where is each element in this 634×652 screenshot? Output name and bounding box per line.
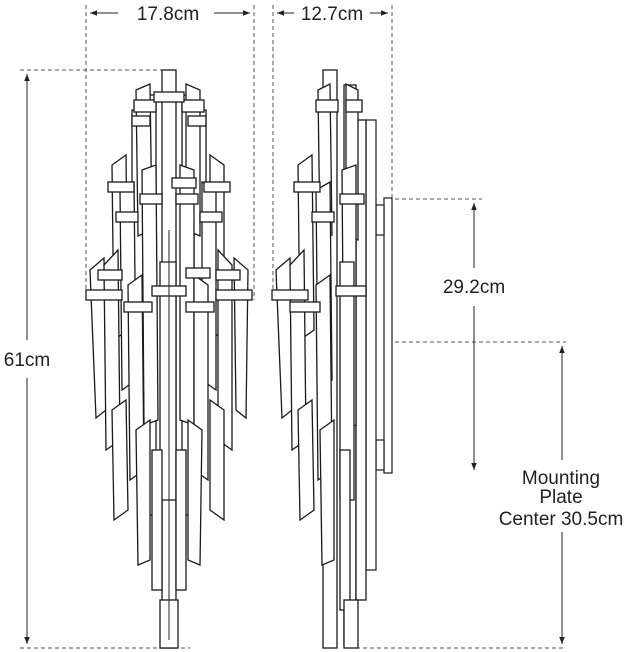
front-width-dimension: 17.8cm [90, 4, 250, 25]
side-depth-dimension: 12.7cm [277, 4, 388, 25]
plate-height-label: 29.2cm [443, 277, 505, 298]
front-view-fixture [85, 69, 253, 649]
side-view-fixture [271, 69, 393, 649]
mounting-center-dimension: Mounting Plate Center 30.5cm [499, 346, 624, 644]
front-width-label: 17.8cm [137, 4, 199, 25]
overall-height-label: 61cm [4, 350, 50, 371]
side-depth-label: 12.7cm [301, 4, 363, 25]
mounting-line3: Center 30.5cm [499, 509, 624, 530]
mounting-plate [383, 197, 393, 474]
overall-height-dimension: 61cm [4, 74, 50, 644]
mounting-line1: Mounting [522, 468, 600, 489]
mounting-line2: Plate [539, 487, 582, 508]
plate-height-dimension: 29.2cm [443, 203, 505, 470]
